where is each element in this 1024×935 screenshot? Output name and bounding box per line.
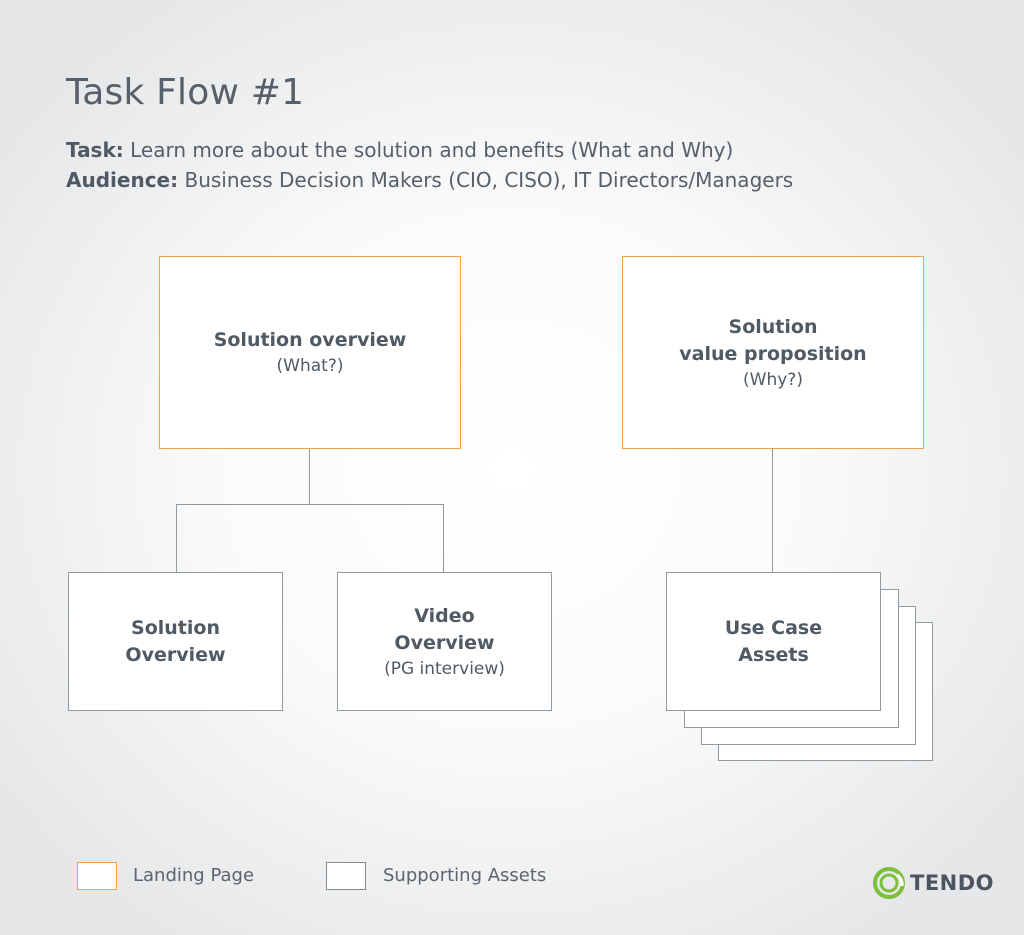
asset-box-3-title-1: Use Case — [724, 616, 823, 639]
asset-box-2-title-2: Overview — [394, 631, 495, 654]
tendo-logo-icon — [873, 867, 905, 899]
asset-box-2-subtitle: (PG interview) — [384, 658, 505, 679]
audience-text: Business Decision Makers (CIO, CISO), IT… — [178, 168, 794, 192]
tendo-logo: TENDO — [872, 866, 994, 900]
task-line: Task: Learn more about the solution and … — [66, 138, 733, 162]
audience-label: Audience: — [66, 168, 179, 192]
landing-box-2-title-1: Solution — [728, 315, 818, 338]
landing-box-solution-overview: Solution overview (What?) — [159, 256, 461, 449]
asset-box-video-overview: Video Overview (PG interview) — [337, 572, 552, 711]
legend-landing-swatch — [77, 862, 117, 890]
asset-box-solution-overview: Solution Overview — [68, 572, 283, 711]
legend-supporting-label: Supporting Assets — [383, 865, 547, 886]
landing-box-2-title-2: value proposition — [679, 342, 867, 365]
asset-box-1-title-2: Overview — [125, 643, 226, 666]
connector-right-vertical — [772, 448, 774, 573]
asset-box-2-title-1: Video — [414, 604, 475, 627]
task-text: Learn more about the solution and benefi… — [123, 138, 734, 162]
landing-box-1-subtitle: (What?) — [276, 356, 344, 376]
legend-supporting-swatch — [326, 862, 366, 890]
connector-left-horizontal — [176, 504, 444, 506]
landing-box-value-proposition: Solution value proposition (Why?) — [622, 256, 924, 449]
landing-box-1-title: Solution overview — [213, 329, 407, 351]
audience-line: Audience: Business Decision Makers (CIO,… — [66, 168, 793, 192]
connector-left-vertical — [309, 448, 311, 505]
legend-landing-label: Landing Page — [133, 865, 255, 886]
page-title: Task Flow #1 — [66, 72, 305, 113]
asset-box-1-title-1: Solution — [131, 616, 220, 639]
landing-box-2-subtitle: (Why?) — [743, 369, 803, 390]
asset-box-3-title-2: Assets — [738, 643, 809, 666]
tendo-logo-text: TENDO — [910, 871, 995, 895]
connector-left-drop-1 — [176, 504, 178, 573]
task-label: Task: — [66, 138, 124, 162]
asset-box-use-case-assets: Use Case Assets — [666, 572, 881, 711]
connector-left-drop-2 — [443, 504, 445, 573]
